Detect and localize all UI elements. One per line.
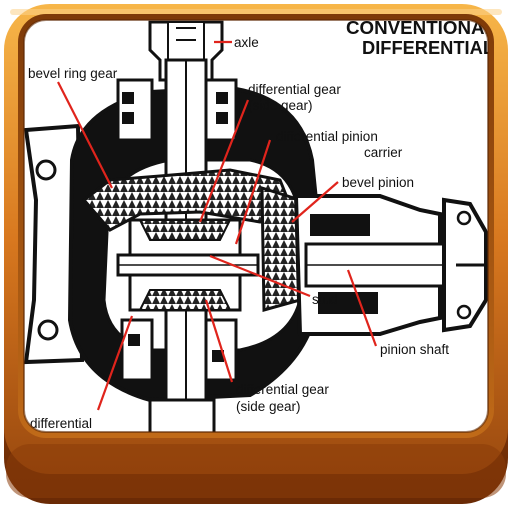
label-bevel-ring-gear: bevel ring gear <box>28 66 118 81</box>
label-pinion-shaft: pinion shaft <box>380 342 449 357</box>
diagram-title: CONVENTIONAL DIFFERENTIAL <box>346 18 496 58</box>
title-line-1: CONVENTIONAL <box>346 18 496 38</box>
housing-flange-left <box>24 123 85 365</box>
diagram-labels: axle bevel ring gear differential gear (… <box>28 35 449 431</box>
pinion-carrier <box>116 218 260 312</box>
label-axle: axle <box>234 35 259 50</box>
label-differential-cut: differential <box>30 416 92 431</box>
label-diff-gear-bottom-2: (side gear) <box>236 399 301 414</box>
axle-bottom <box>148 398 216 432</box>
label-stud: stud <box>312 292 338 307</box>
label-diff-gear-bottom-1: differential gear <box>236 382 329 397</box>
label-bevel-pinion: bevel pinion <box>342 175 414 190</box>
label-diff-gear-top-2: (side gear) <box>248 98 313 113</box>
panel-border <box>23 19 489 433</box>
label-pinion-carrier-1: differential pinion <box>276 129 378 144</box>
pinion-shaft-assembly <box>293 194 488 336</box>
leader-lines <box>57 40 378 411</box>
label-diff-gear-top-1: differential gear <box>248 82 341 97</box>
differential-diagram: CONVENTIONAL DIFFERENTIAL axle bevel rin… <box>24 18 496 432</box>
label-pinion-carrier-2: carrier <box>364 145 403 160</box>
title-line-2: DIFFERENTIAL <box>362 38 494 58</box>
